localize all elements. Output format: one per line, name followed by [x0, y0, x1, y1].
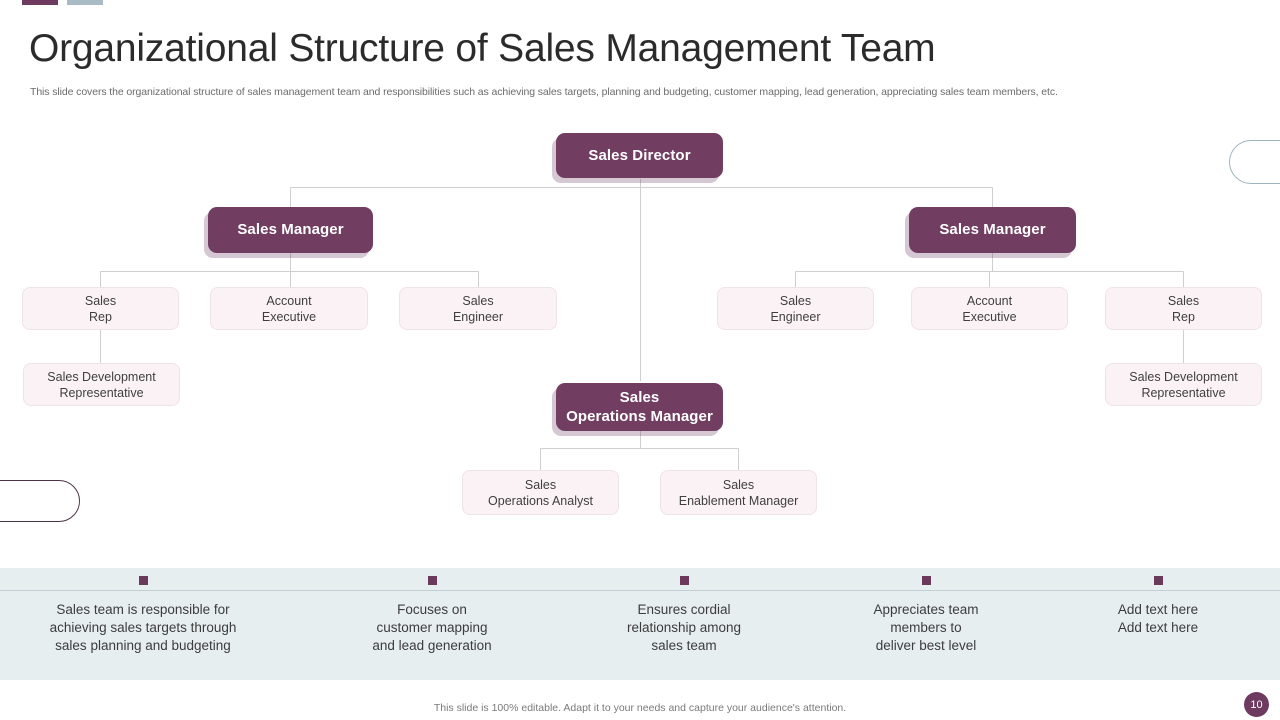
responsibility-item-1: Sales team is responsible for achieving … [38, 576, 248, 656]
node-label: Sales Director [588, 146, 691, 164]
org-chart-connectors [100, 179, 1184, 470]
square-marker-icon [427, 576, 437, 585]
node-sales-engineer-right[interactable]: Sales Engineer [717, 287, 874, 330]
responsibility-line1: Ensures cordial [637, 602, 731, 617]
node-sales-operations-manager[interactable]: Sales Operations Manager [556, 383, 723, 431]
responsibility-line3: deliver best level [875, 638, 977, 654]
node-sales-rep-left[interactable]: Sales Rep [22, 287, 179, 330]
node-label-line1: Sales [84, 293, 117, 308]
node-label-line2: Enablement Manager [678, 493, 799, 508]
square-marker-icon [679, 576, 689, 585]
responsibility-item-4: Appreciates team members to deliver best… [821, 576, 1031, 656]
node-label-line2: Engineer [770, 309, 821, 324]
node-label-line2: Rep [1172, 309, 1195, 324]
node-label-line1: Account [266, 293, 312, 308]
top-bar-blue [67, 0, 103, 5]
node-sales-manager-left[interactable]: Sales Manager [208, 207, 373, 253]
node-sales-enablement-manager[interactable]: Sales Enablement Manager [660, 470, 817, 515]
decorative-top-bars [22, 0, 103, 5]
node-label-line1: Sales [1167, 293, 1200, 308]
page-subtitle: This slide covers the organizational str… [30, 86, 1058, 98]
page-number-badge: 10 [1244, 692, 1269, 717]
responsibility-line2: Add text here [1117, 620, 1199, 636]
responsibility-line1: Focuses on [397, 602, 467, 617]
node-sales-development-representative-right[interactable]: Sales Development Representative [1105, 363, 1262, 406]
node-label-line2: Executive [261, 309, 317, 324]
node-label-line2: Representative [59, 385, 144, 400]
node-label-line2: Engineer [452, 309, 504, 324]
node-sales-operations-analyst[interactable]: Sales Operations Analyst [462, 470, 619, 515]
responsibility-line3: sales team [651, 638, 717, 654]
node-label-line2: Operations Analyst [488, 493, 593, 508]
decorative-pill-right [1229, 140, 1280, 184]
responsibility-line2: achieving sales targets through [49, 620, 237, 636]
node-label-line1: Sales [722, 477, 755, 492]
node-label-line1: Sales [462, 293, 494, 308]
responsibility-line2: members to [890, 620, 962, 636]
square-marker-icon [921, 576, 931, 585]
square-marker-icon [1153, 576, 1163, 585]
responsibility-item-2: Focuses on customer mapping and lead gen… [327, 576, 537, 656]
decorative-pill-left [0, 480, 80, 522]
node-account-executive-right[interactable]: Account Executive [911, 287, 1068, 330]
responsibility-line3: and lead generation [372, 638, 492, 654]
node-sales-rep-right[interactable]: Sales Rep [1105, 287, 1262, 330]
node-sales-development-representative-left[interactable]: Sales Development Representative [23, 363, 180, 406]
responsibility-line3: sales planning and budgeting [55, 638, 231, 654]
node-label: Sales Manager [939, 221, 1046, 239]
node-sales-manager-right[interactable]: Sales Manager [909, 207, 1076, 253]
node-label-line1: Sales Development [47, 369, 156, 384]
top-bar-purple [22, 0, 58, 5]
responsibilities-band [0, 568, 1280, 680]
node-account-executive-left[interactable]: Account Executive [210, 287, 368, 330]
responsibility-line2: customer mapping [376, 620, 488, 636]
responsibility-line1: Sales team is responsible for [56, 602, 230, 617]
node-sales-director[interactable]: Sales Director [556, 133, 723, 178]
node-label-line1: Sales [524, 477, 557, 492]
node-label-line2: Representative [1141, 385, 1226, 400]
responsibility-item-3: Ensures cordial relationship among sales… [579, 576, 789, 656]
node-label-line1: Sales [779, 293, 812, 308]
node-label-line2: Rep [89, 309, 112, 324]
node-label-line1: Account [966, 293, 1013, 308]
node-label-line1: Sales [619, 388, 660, 406]
node-label-line1: Sales Development [1129, 369, 1238, 384]
responsibility-line1: Add text here [1117, 602, 1199, 617]
responsibilities-timeline [0, 590, 1280, 591]
responsibility-line2: relationship among [626, 620, 742, 636]
footer-note: This slide is 100% editable. Adapt it to… [433, 702, 847, 714]
node-label: Sales Manager [237, 221, 344, 239]
node-label-line2: Executive [962, 309, 1017, 324]
responsibility-line1: Appreciates team [873, 602, 979, 617]
square-marker-icon [138, 576, 148, 585]
responsibility-item-5: Add text here Add text here [1053, 576, 1263, 637]
node-sales-engineer-left[interactable]: Sales Engineer [399, 287, 557, 330]
node-label-line2: Operations Manager [566, 408, 713, 425]
org-chart: Sales Director Sales Manager Sales Manag… [22, 133, 1262, 515]
page-title: Organizational Structure of Sales Manage… [29, 27, 936, 70]
